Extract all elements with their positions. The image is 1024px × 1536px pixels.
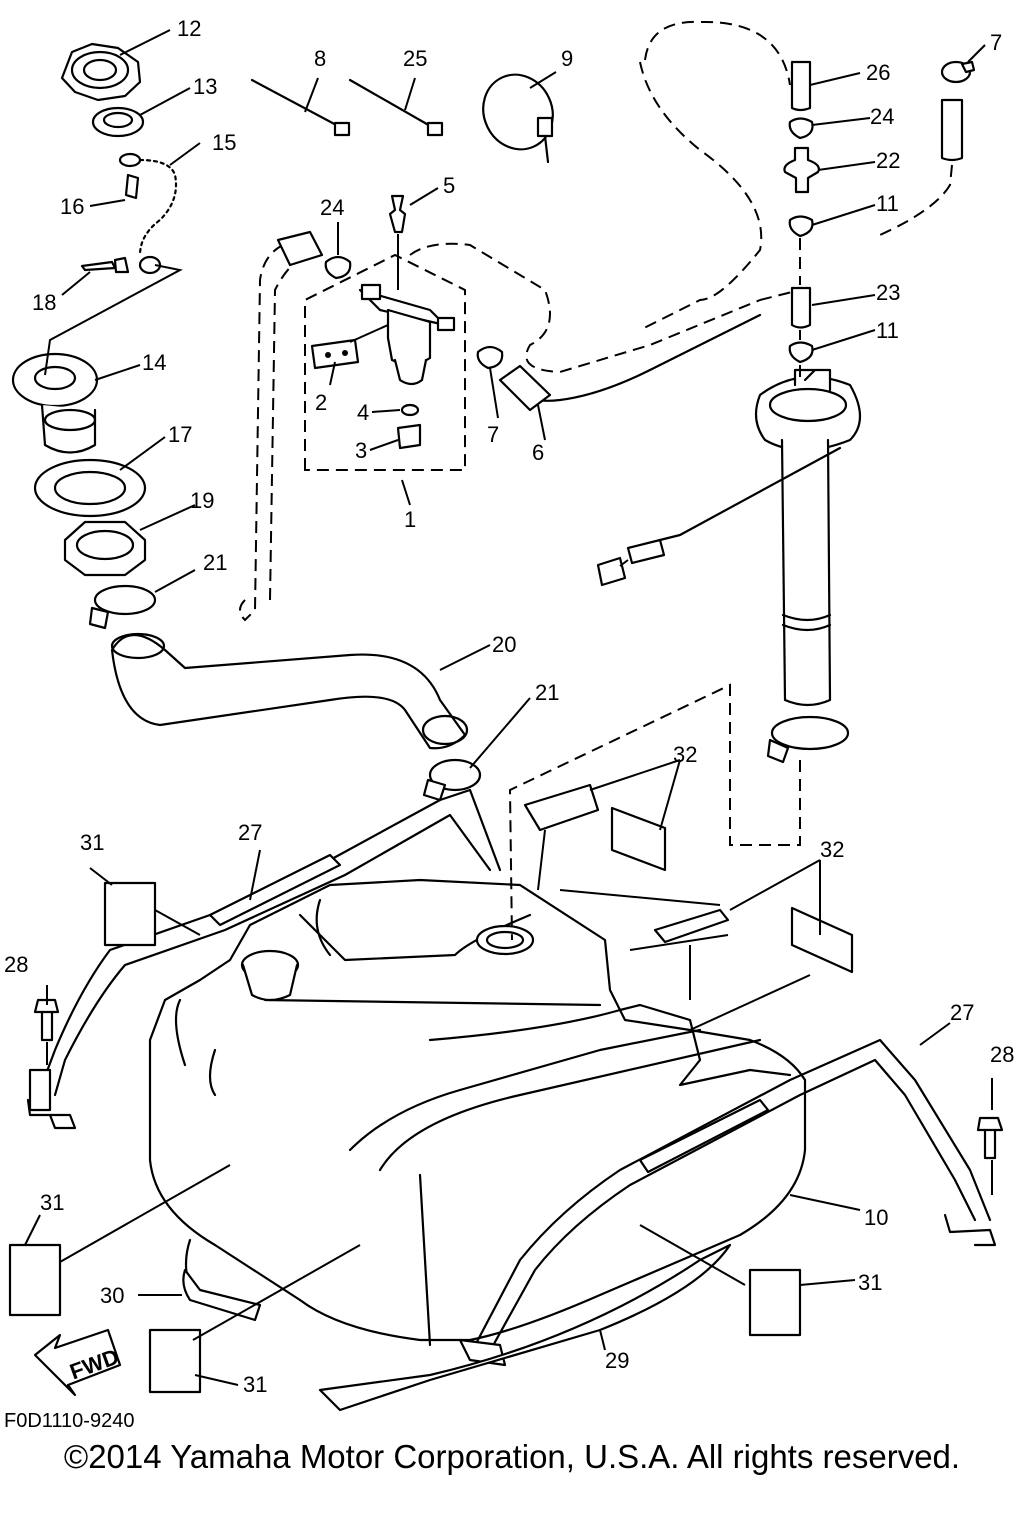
callout-23: 23 [876, 280, 900, 305]
leader-lines [24, 29, 993, 1386]
drawing-code: F0D1110-9240 [4, 1410, 135, 1432]
callout-15: 15 [212, 130, 236, 155]
callout-5: 5 [443, 173, 455, 198]
bolt-28a [33, 998, 60, 1042]
vent-pipe [879, 98, 964, 236]
callout-29: 29 [605, 1348, 629, 1373]
callout-25: 25 [403, 46, 427, 71]
callout-16: 16 [60, 194, 84, 219]
callout-18: 18 [32, 290, 56, 315]
hose-26 [790, 60, 812, 112]
callout-27b: 27 [950, 1000, 974, 1025]
callout-19: 19 [190, 488, 214, 513]
callout-28a: 28 [4, 952, 28, 977]
tank-pad-side [182, 1268, 262, 1322]
hose-clamp-11b [788, 341, 814, 364]
hose-clamp-24a [788, 117, 814, 140]
callout-11b: 11 [876, 318, 899, 343]
hose-clamp-21b [422, 758, 482, 802]
callout-32a: 32 [673, 742, 697, 767]
fuel-sender-unit [508, 368, 861, 941]
callout-24a: 24 [870, 104, 894, 129]
callout-7b: 7 [487, 422, 499, 447]
cable-tie-8 [250, 78, 351, 137]
filler-gasket [33, 458, 147, 518]
callout-8: 8 [314, 46, 326, 71]
callout-12: 12 [177, 16, 201, 41]
filler-neck [11, 352, 99, 454]
callout-11a: 11 [876, 191, 899, 216]
hose-clamp-21a [88, 584, 157, 630]
joint-22 [783, 146, 820, 194]
callout-20: 20 [492, 632, 516, 657]
filler-hose [110, 632, 469, 750]
callout-3: 3 [355, 438, 367, 463]
callout-6: 6 [532, 440, 544, 465]
callout-26: 26 [866, 60, 890, 85]
callout-7a: 7 [990, 30, 1002, 55]
hose-clamp-7 [940, 60, 976, 84]
callout-14: 14 [142, 350, 166, 375]
callout-22: 22 [876, 148, 900, 173]
tank-strap-front [26, 788, 502, 1130]
hose-23 [790, 286, 812, 329]
fuel-filler-cap [60, 42, 142, 102]
callout-31c: 31 [858, 1270, 882, 1295]
fuel-tank [148, 878, 807, 1347]
fwd-arrow-icon: FWD [33, 1328, 122, 1397]
long-vent-hose [239, 20, 801, 622]
hose-clamp-24b [324, 255, 352, 280]
callout-31b: 31 [40, 1190, 64, 1215]
copyright-notice: ©2014 Yamaha Motor Corporation, U.S.A. A… [63, 1438, 961, 1475]
filler-screw [80, 256, 130, 274]
callout-21b: 21 [535, 680, 559, 705]
callout-28b: 28 [990, 1042, 1014, 1067]
callout-labels: 12 13 15 16 18 14 17 19 21 20 21 8 25 9 … [4, 16, 1014, 1397]
band-9 [482, 73, 554, 164]
callout-17: 17 [168, 422, 192, 447]
callout-1: 1 [404, 507, 416, 532]
cable-tie-25 [348, 78, 444, 137]
bolt-28b [976, 1116, 1004, 1160]
tank-strap-rear [458, 1038, 997, 1367]
callout-4: 4 [357, 400, 369, 425]
callout-30: 30 [100, 1283, 124, 1308]
callout-9: 9 [561, 46, 573, 71]
callout-27a: 27 [238, 820, 262, 845]
hose-clamp-7b [476, 345, 504, 370]
callout-10: 10 [864, 1205, 888, 1230]
callout-32b: 32 [820, 837, 844, 862]
filler-cap-seal [91, 106, 145, 138]
filler-nut [63, 520, 147, 577]
callout-21a: 21 [203, 550, 227, 575]
vent-hose-6 [498, 313, 762, 412]
callout-31a: 31 [80, 830, 104, 855]
callout-13: 13 [193, 74, 217, 99]
filler-chain [118, 152, 178, 275]
callout-24b: 24 [320, 195, 344, 220]
callout-31d: 31 [243, 1372, 267, 1397]
callout-2: 2 [315, 390, 327, 415]
fuel-filter-assembly [304, 194, 466, 471]
hose-clamp-11a [788, 215, 814, 238]
tank-pads [8, 783, 854, 1394]
